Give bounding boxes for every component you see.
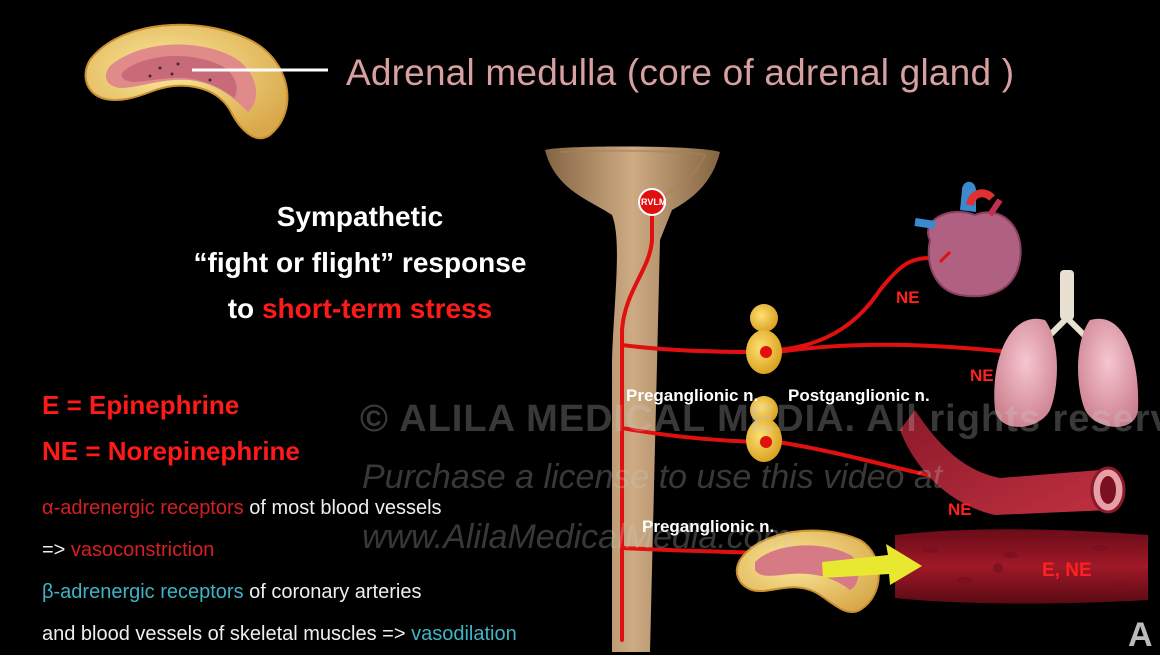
definition-norepinephrine: NE = Norepinephrine	[42, 436, 300, 466]
postganglionic-label: Postganglionic n.	[788, 386, 930, 405]
beta-receptor-line: β-adrenergic receptors of coronary arter…	[42, 581, 421, 604]
sympathetic-caption: Sympathetic “fight or flight” response t…	[150, 194, 570, 332]
adrenal-gland-lower-illustration	[735, 529, 880, 613]
spinal-cord-illustration	[545, 146, 720, 652]
bloodstream-illustration	[895, 529, 1148, 604]
preganglionic-label-lower: Preganglionic n.	[642, 517, 775, 536]
ne-heart-label: NE	[896, 288, 920, 307]
beta-receptor-term: β-adrenergic receptors	[42, 581, 244, 603]
ne-vessel-label: NE	[948, 500, 972, 519]
alpha-effect-prefix: =>	[42, 539, 71, 561]
channel-logo: A	[1128, 616, 1153, 654]
sympathetic-line-1: Sympathetic	[276, 201, 444, 232]
rvlm-node	[638, 188, 666, 216]
adrenal-gland-illustration	[84, 23, 328, 140]
secretion-arrow-icon	[822, 544, 922, 585]
definition-epinephrine: E = Epinephrine	[42, 390, 240, 420]
alpha-receptor-rest: of most blood vessels	[243, 497, 442, 519]
vasodilation-term: vasodilation	[411, 623, 517, 645]
heart-illustration	[914, 181, 1022, 298]
beta-effect-prefix: and blood vessels of skeletal muscles =>	[42, 623, 412, 645]
sympathetic-line-2: “fight or flight” response	[193, 247, 527, 278]
watermark-url: www.AlilaMedicalMedia.com	[362, 518, 791, 556]
ne-lungs-label: NE	[970, 366, 994, 385]
beta-effect-line: and blood vessels of skeletal muscles =>…	[42, 623, 517, 646]
watermark-license: Purchase a license to use this video at	[362, 458, 943, 496]
short-term-stress-highlight: short-term stress	[261, 293, 493, 324]
beta-receptor-rest: of coronary arteries	[243, 581, 422, 603]
sympathetic-ganglion-lower	[746, 396, 782, 462]
page-title: Adrenal medulla (core of adrenal gland )	[346, 52, 1015, 93]
blood-vessel-illustration	[900, 410, 1126, 515]
nerve-pathways	[620, 204, 1012, 642]
rvlm-label: RVLM	[641, 197, 667, 207]
sympathetic-line-3-prefix: to	[227, 293, 262, 324]
preganglionic-label-upper: Preganglionic n.	[626, 386, 759, 405]
lungs-illustration	[994, 270, 1139, 427]
alpha-effect-line: => vasoconstriction	[42, 539, 214, 562]
vasoconstriction-term: vasoconstriction	[70, 539, 215, 561]
alpha-receptor-line: α-adrenergic receptors of most blood ves…	[42, 497, 442, 520]
watermark-copyright: © ALILA MEDICAL MEDIA. All rights reserv…	[360, 398, 1160, 440]
alpha-receptor-term: α-adrenergic receptors	[42, 497, 244, 519]
e-ne-bloodstream-label: E, NE	[1042, 560, 1092, 581]
sympathetic-ganglion-upper	[746, 304, 782, 374]
sympathetic-line-3: to short-term stress	[150, 286, 570, 332]
